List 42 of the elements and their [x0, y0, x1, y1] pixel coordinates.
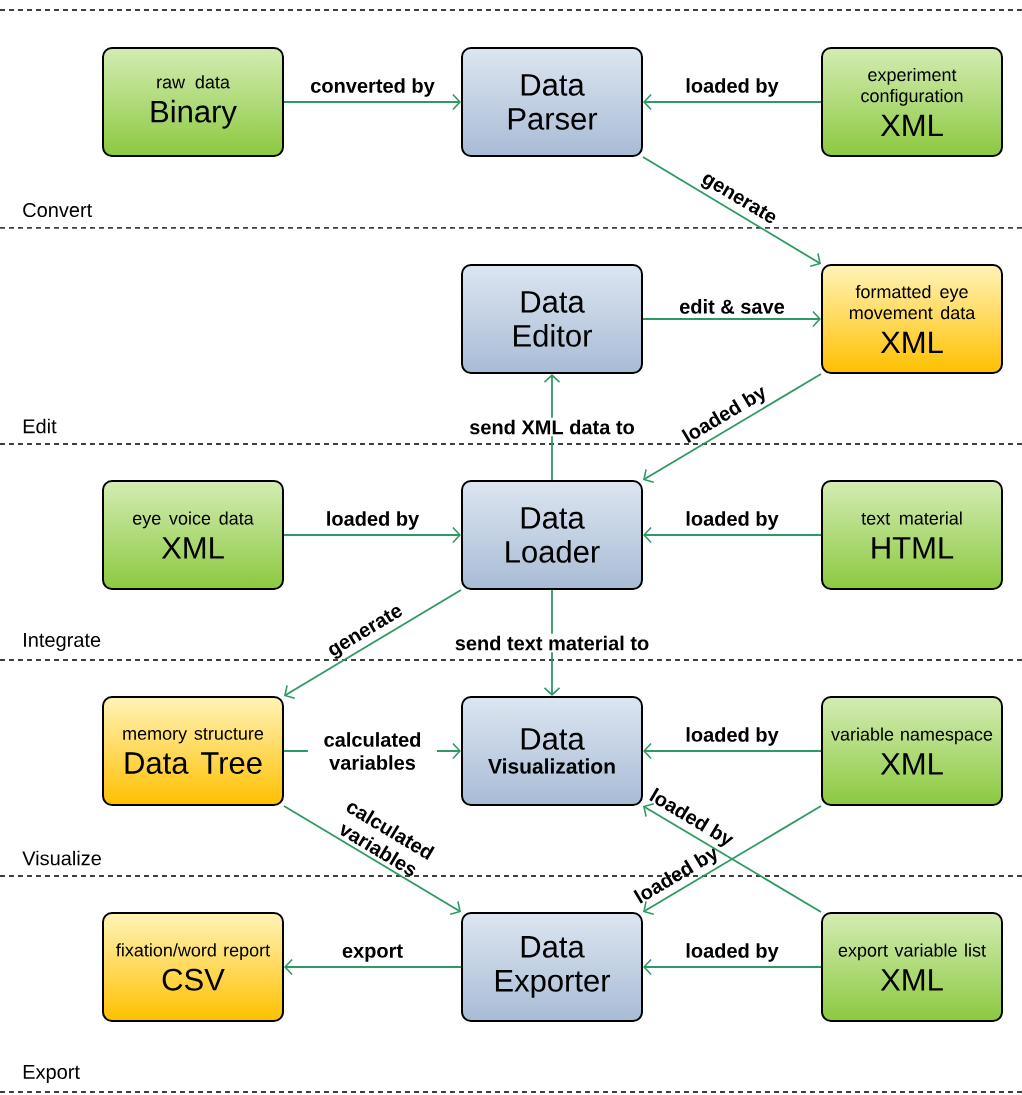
section-label: Export	[23, 1065, 80, 1083]
section-label: Visualize	[22, 850, 101, 866]
edge-label: converted by	[311, 78, 435, 97]
arrow	[642, 156, 821, 268]
process-box: Data Visualization	[461, 696, 643, 806]
edge-label: send text material to	[452, 633, 652, 653]
section-label: Edit	[23, 418, 57, 434]
data-box: text material HTML	[821, 480, 1003, 590]
data-box: fixation/word report CSV	[102, 912, 284, 1022]
arrow	[283, 805, 461, 916]
process-box: Data Exporter	[461, 912, 643, 1022]
arrow	[643, 373, 822, 484]
data-box: variable namespace XML	[821, 696, 1003, 806]
process-box: Data Loader	[461, 480, 643, 590]
arrow	[643, 958, 822, 976]
edge-label: calculated variables	[308, 730, 437, 772]
edge-label: loaded by	[686, 727, 779, 746]
arrow	[643, 742, 822, 760]
data-box: formatted eye movement data XML	[821, 264, 1003, 374]
process-box: Data Parser	[461, 47, 643, 157]
data-box: export variable list XML	[821, 912, 1003, 1022]
edge-label: send XML data to	[467, 417, 637, 437]
data-box: raw data Binary	[102, 47, 284, 157]
arrow	[284, 589, 462, 700]
data-box: eye voice data XML	[102, 480, 284, 590]
arrow	[284, 958, 462, 976]
edge-label: loaded by	[327, 511, 420, 530]
edge-label: edit & save	[680, 299, 785, 314]
data-box: memory structure Data Tree	[102, 696, 284, 806]
arrow	[643, 526, 822, 544]
arrow	[283, 93, 461, 111]
section-label: Convert	[23, 202, 93, 218]
arrow	[642, 310, 821, 328]
section-label: Integrate	[24, 633, 101, 651]
arrow	[643, 93, 822, 111]
edge-label: loaded by	[686, 78, 779, 97]
edge-label: loaded by	[686, 511, 779, 530]
process-box: Data Editor	[461, 264, 643, 374]
edge-label: export	[342, 944, 403, 962]
data-box: experiment configuration XML	[821, 47, 1003, 157]
arrow	[283, 526, 461, 544]
edge-label: loaded by	[686, 943, 779, 962]
